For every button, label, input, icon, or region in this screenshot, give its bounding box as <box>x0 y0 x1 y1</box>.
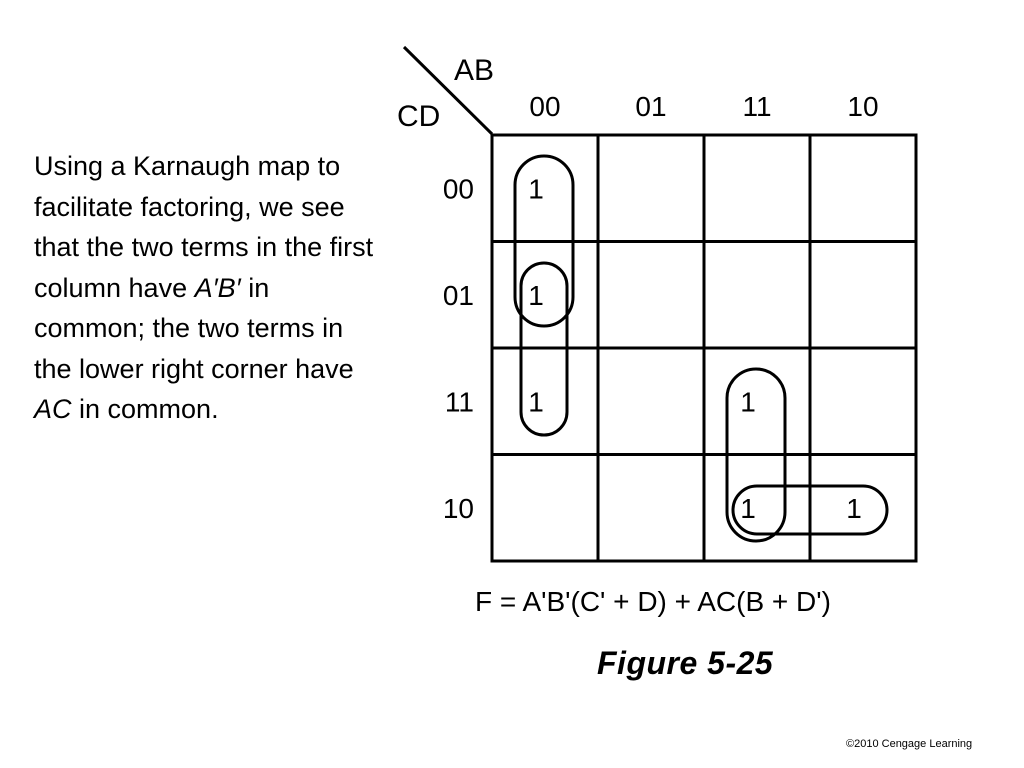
corner-diagonal <box>402 45 494 136</box>
kmap-cells: 1 1 1 1 1 1 <box>528 173 862 524</box>
cell-r01-c00: 1 <box>528 280 544 311</box>
explanation-part-3: in common. <box>71 394 219 424</box>
column-headers: 00 01 11 10 <box>529 91 878 122</box>
row-header-00: 00 <box>443 173 474 204</box>
copyright-notice: ©2010 Cengage Learning <box>846 738 973 750</box>
column-header-00: 00 <box>529 91 560 122</box>
column-header-01: 01 <box>635 91 666 122</box>
cell-r00-c00: 1 <box>528 173 544 204</box>
row-headers: 00 01 11 10 <box>443 173 474 524</box>
explanation-part-2: in common; the two terms in the lower ri… <box>34 272 354 384</box>
column-header-10: 10 <box>847 91 878 122</box>
cell-r11-c00: 1 <box>528 386 544 417</box>
grouping-loop-lower-right-horizontal <box>731 484 889 536</box>
column-variables-label: AB <box>454 54 494 87</box>
grouping-loop-column-top <box>513 154 575 328</box>
boolean-equation: F = A'B'(C' + D) + AC(B + D') <box>475 586 831 617</box>
term-ac: AC <box>34 394 72 424</box>
row-variables-label: CD <box>397 100 440 133</box>
grouping-loop-column-bottom <box>519 261 569 437</box>
grouping-loop-lower-right-vertical <box>725 367 787 543</box>
row-header-11: 11 <box>445 386 474 417</box>
column-header-11: 11 <box>742 91 771 122</box>
figure-caption: Figure 5-25 <box>597 645 774 681</box>
explanation-text: Using a Karnaugh map to facilitate facto… <box>34 146 374 430</box>
cell-r10-c11: 1 <box>740 493 756 524</box>
term-a-prime-b-prime: A′B′ <box>194 272 241 303</box>
explanation-part-1: Using a Karnaugh map to facilitate facto… <box>34 151 374 303</box>
cell-r10-c10: 1 <box>846 493 862 524</box>
cell-r11-c11: 1 <box>740 386 756 417</box>
row-header-10: 10 <box>443 493 474 524</box>
row-header-01: 01 <box>443 280 474 311</box>
kmap-grid <box>490 133 918 563</box>
